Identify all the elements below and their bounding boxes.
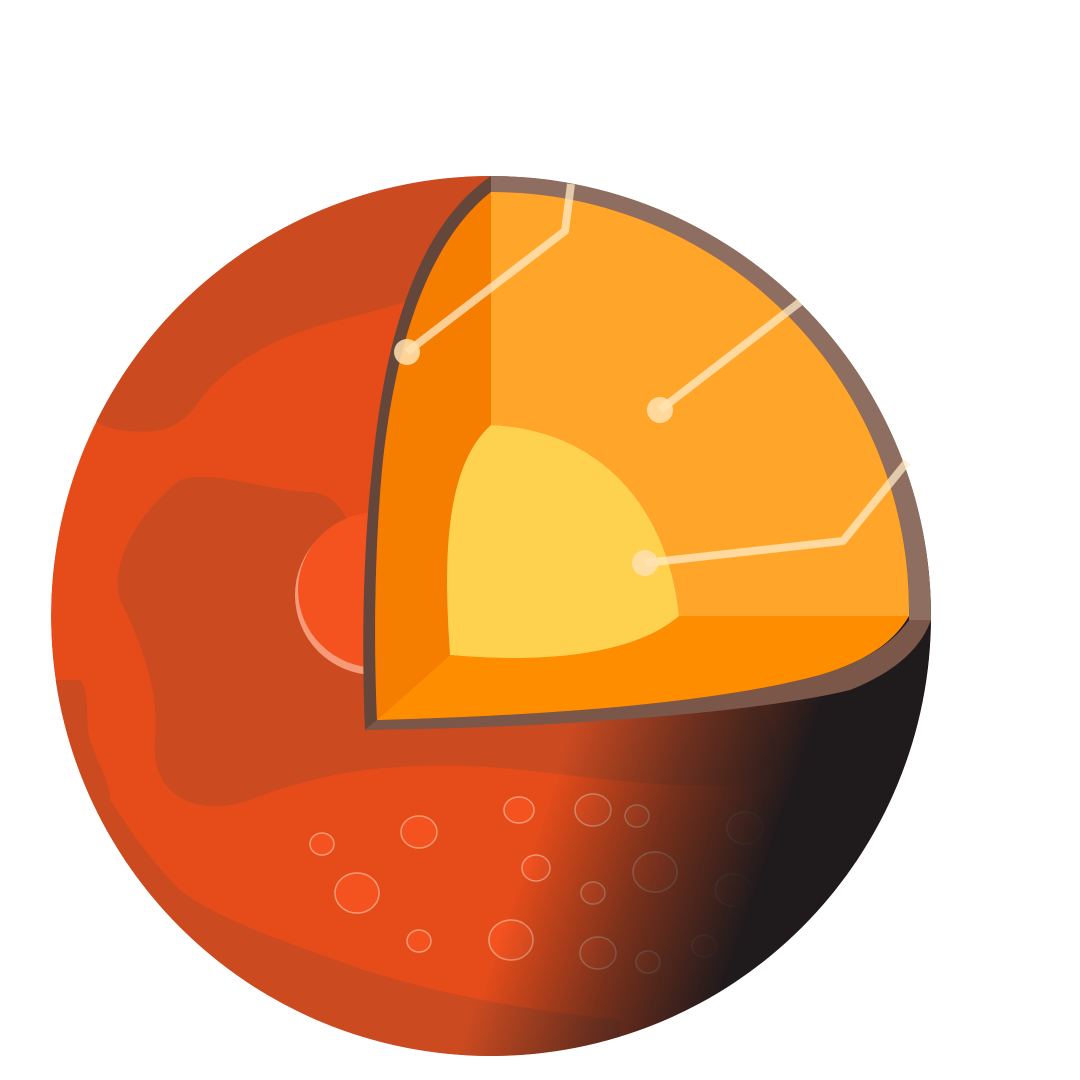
callout-line-core	[644, 459, 911, 567]
callout-dot-core	[632, 550, 658, 576]
callout-dot-mantle	[647, 397, 673, 423]
callout-line-crust	[404, 183, 575, 356]
mantle-side-face	[375, 192, 491, 720]
cutaway-wedge	[363, 176, 931, 730]
callout-dots	[394, 339, 673, 576]
mantle-layer	[491, 191, 910, 616]
crust-bottom-edge	[365, 620, 931, 730]
mantle-bottom-face	[377, 616, 909, 720]
callout-line-mantle	[657, 298, 803, 414]
core-layer	[447, 425, 679, 659]
callout-lines	[404, 183, 911, 567]
callout-dot-crust	[394, 339, 420, 365]
